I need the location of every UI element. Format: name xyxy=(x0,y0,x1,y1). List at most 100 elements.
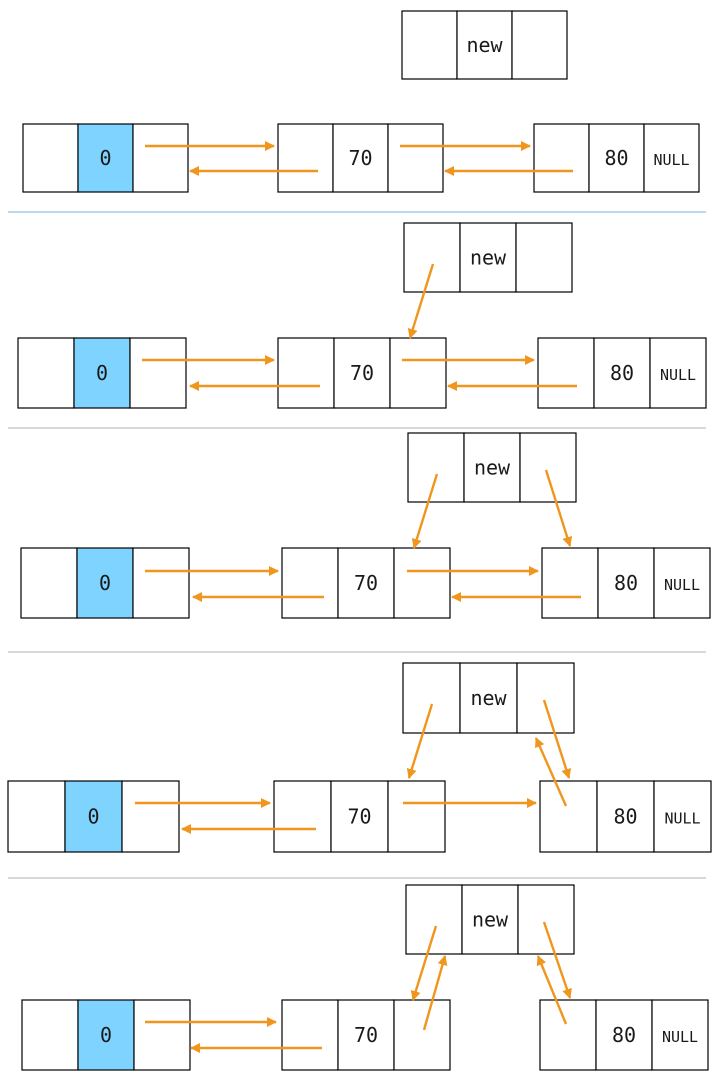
node-80-data-cell-label: 80 xyxy=(613,805,637,829)
node-80-prev-cell xyxy=(541,547,599,619)
head-node: 0 xyxy=(22,123,189,193)
node-80-next-cell-label: NULL xyxy=(664,810,700,828)
head-node-next-cell xyxy=(121,780,180,853)
head-node-next-cell xyxy=(133,999,191,1071)
new-node-data-cell-label: new xyxy=(474,456,511,480)
new-node: new xyxy=(401,10,568,80)
step-2-new-prev-to-70: new 0 70 80 NULL xyxy=(17,222,707,409)
node-70-data-cell-label: 70 xyxy=(354,571,378,595)
node-80: 80 NULL xyxy=(539,780,712,853)
new-node-next-cell xyxy=(519,432,577,503)
node-80-next-cell-label: NULL xyxy=(660,366,696,384)
node-70: 70 xyxy=(277,123,444,193)
new-link-arrow xyxy=(534,737,568,807)
head-node-data-cell xyxy=(77,123,134,193)
step-5-70-next-to-new: new 0 70 80 NULL xyxy=(21,884,709,1071)
step-4-80-prev-to-new: new 0 70 80 NULL xyxy=(7,662,712,853)
head-node-data-cell xyxy=(77,999,135,1071)
head-node-prev-cell xyxy=(20,547,78,619)
new-node-data-cell-label: new xyxy=(470,686,507,710)
node-70-prev-cell xyxy=(277,123,334,193)
node-80-next-cell xyxy=(651,999,709,1071)
node-70-data-cell-label: 70 xyxy=(350,361,374,385)
head-node-data-cell-label: 0 xyxy=(87,805,99,829)
new-node-prev-cell xyxy=(401,10,458,80)
node-70-next-cell xyxy=(387,780,446,853)
new-link-arrow xyxy=(542,921,572,999)
step-1-initial: new 0 70 80 NULL xyxy=(22,10,700,193)
head-node-data-cell-label: 0 xyxy=(99,571,111,595)
node-80-next-cell xyxy=(643,123,700,193)
head-node-next-cell xyxy=(132,123,189,193)
node-80-data-cell-label: 80 xyxy=(614,571,638,595)
node-80-data-cell-label: 80 xyxy=(612,1023,636,1047)
new-link-arrow xyxy=(536,955,568,1025)
new-node: new xyxy=(405,884,575,955)
new-node-data-cell xyxy=(461,884,519,955)
new-link-arrow xyxy=(407,263,435,339)
head-node-prev-cell xyxy=(21,999,79,1071)
node-70-prev-cell xyxy=(281,999,339,1071)
new-node-data-cell xyxy=(463,432,521,503)
new-node-prev-cell xyxy=(403,222,461,293)
new-node-next-cell xyxy=(511,10,568,80)
head-node-next-cell xyxy=(132,547,190,619)
new-node-prev-cell xyxy=(407,432,465,503)
new-node-data-cell-label: new xyxy=(470,246,507,270)
node-70-data-cell xyxy=(332,123,389,193)
node-80-data-cell xyxy=(595,999,653,1071)
node-80-data-cell xyxy=(596,780,655,853)
node-80: 80 NULL xyxy=(533,123,700,193)
new-link-arrow xyxy=(422,955,448,1031)
head-node: 0 xyxy=(20,547,190,619)
node-70-next-cell xyxy=(387,123,444,193)
new-node-prev-cell xyxy=(405,884,463,955)
new-node-data-cell xyxy=(459,222,517,293)
head-node-data-cell xyxy=(64,780,123,853)
node-80: 80 NULL xyxy=(537,337,707,409)
node-70: 70 xyxy=(281,999,451,1071)
head-node: 0 xyxy=(7,780,180,853)
node-70-prev-cell xyxy=(277,337,335,409)
new-node-data-cell-label: new xyxy=(466,33,503,57)
head-node-prev-cell xyxy=(17,337,75,409)
new-node-data-cell xyxy=(456,10,513,80)
head-node-prev-cell xyxy=(7,780,66,853)
node-80-prev-cell xyxy=(539,999,597,1071)
node-70: 70 xyxy=(277,337,447,409)
new-node-data-cell-label: new xyxy=(472,908,509,932)
head-node: 0 xyxy=(21,999,191,1071)
new-node-next-cell xyxy=(517,884,575,955)
new-node-prev-cell xyxy=(402,662,461,734)
new-link-arrow xyxy=(544,469,573,547)
new-link-arrow xyxy=(542,699,572,779)
node-80-next-cell xyxy=(653,547,711,619)
node-70-data-cell-label: 70 xyxy=(354,1023,378,1047)
node-80-prev-cell xyxy=(539,780,598,853)
node-80-next-cell-label: NULL xyxy=(664,576,700,594)
head-node-data-cell-label: 0 xyxy=(100,1023,112,1047)
head-node-prev-cell xyxy=(22,123,79,193)
node-80-next-cell-label: NULL xyxy=(662,1028,698,1046)
node-70-data-cell-label: 70 xyxy=(348,146,372,170)
step-3-new-next-to-80: new 0 70 80 NULL xyxy=(20,432,711,619)
node-70: 70 xyxy=(273,780,446,853)
node-80-data-cell-label: 80 xyxy=(604,146,628,170)
node-70-next-cell xyxy=(393,547,451,619)
head-node-data-cell-label: 0 xyxy=(99,146,111,170)
new-node-next-cell xyxy=(515,222,573,293)
node-70-next-cell xyxy=(389,337,447,409)
node-80-data-cell-label: 80 xyxy=(610,361,634,385)
node-70-prev-cell xyxy=(273,780,332,853)
new-link-arrow xyxy=(406,703,434,779)
new-node: new xyxy=(403,222,573,293)
new-node: new xyxy=(402,662,575,734)
head-node-data-cell-label: 0 xyxy=(96,361,108,385)
node-80: 80 NULL xyxy=(541,547,711,619)
node-80: 80 NULL xyxy=(539,999,709,1071)
head-node-next-cell xyxy=(129,337,187,409)
new-link-arrow xyxy=(410,925,438,1001)
head-node: 0 xyxy=(17,337,187,409)
node-80-next-cell-label: NULL xyxy=(653,151,689,169)
